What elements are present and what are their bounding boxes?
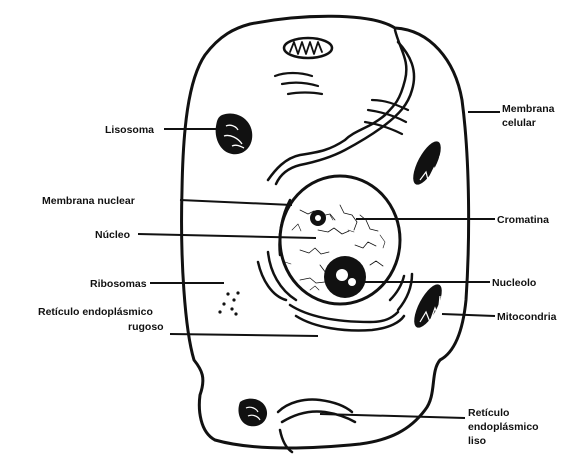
cell-membrane xyxy=(182,16,469,448)
golgi-channel xyxy=(268,30,406,180)
label-nucleolo: Nucleolo xyxy=(492,277,536,289)
ribosomes xyxy=(218,291,239,315)
label-reticulo-rugoso-2: rugoso xyxy=(128,321,164,333)
nucleus xyxy=(280,176,400,304)
label-ribosomas: Ribosomas xyxy=(90,278,147,290)
vesicle-bottom xyxy=(238,399,267,427)
label-cromatina: Cromatina xyxy=(497,214,549,226)
label-reticulo-rugoso-1: Retículo endoplásmico xyxy=(38,306,153,318)
label-reticulo-liso-3: liso xyxy=(468,435,486,447)
label-reticulo-liso-2: endoplásmico xyxy=(468,421,539,433)
lysosome xyxy=(216,114,253,155)
label-lisosoma: Lisosoma xyxy=(105,124,154,136)
mitochondrion-right-lower xyxy=(409,281,447,332)
mitochondrion-right-upper xyxy=(408,138,446,189)
smooth-er xyxy=(278,400,352,413)
label-membrana-celular-2: celular xyxy=(502,117,536,129)
label-membrana-nuclear: Membrana nuclear xyxy=(42,195,135,207)
label-nucleo: Núcleo xyxy=(95,229,130,241)
mitochondrion-top xyxy=(284,38,332,58)
label-reticulo-liso-1: Retículo xyxy=(468,407,509,419)
label-membrana-celular-1: Membrana xyxy=(502,103,555,115)
label-mitocondria: Mitocondria xyxy=(497,311,557,323)
